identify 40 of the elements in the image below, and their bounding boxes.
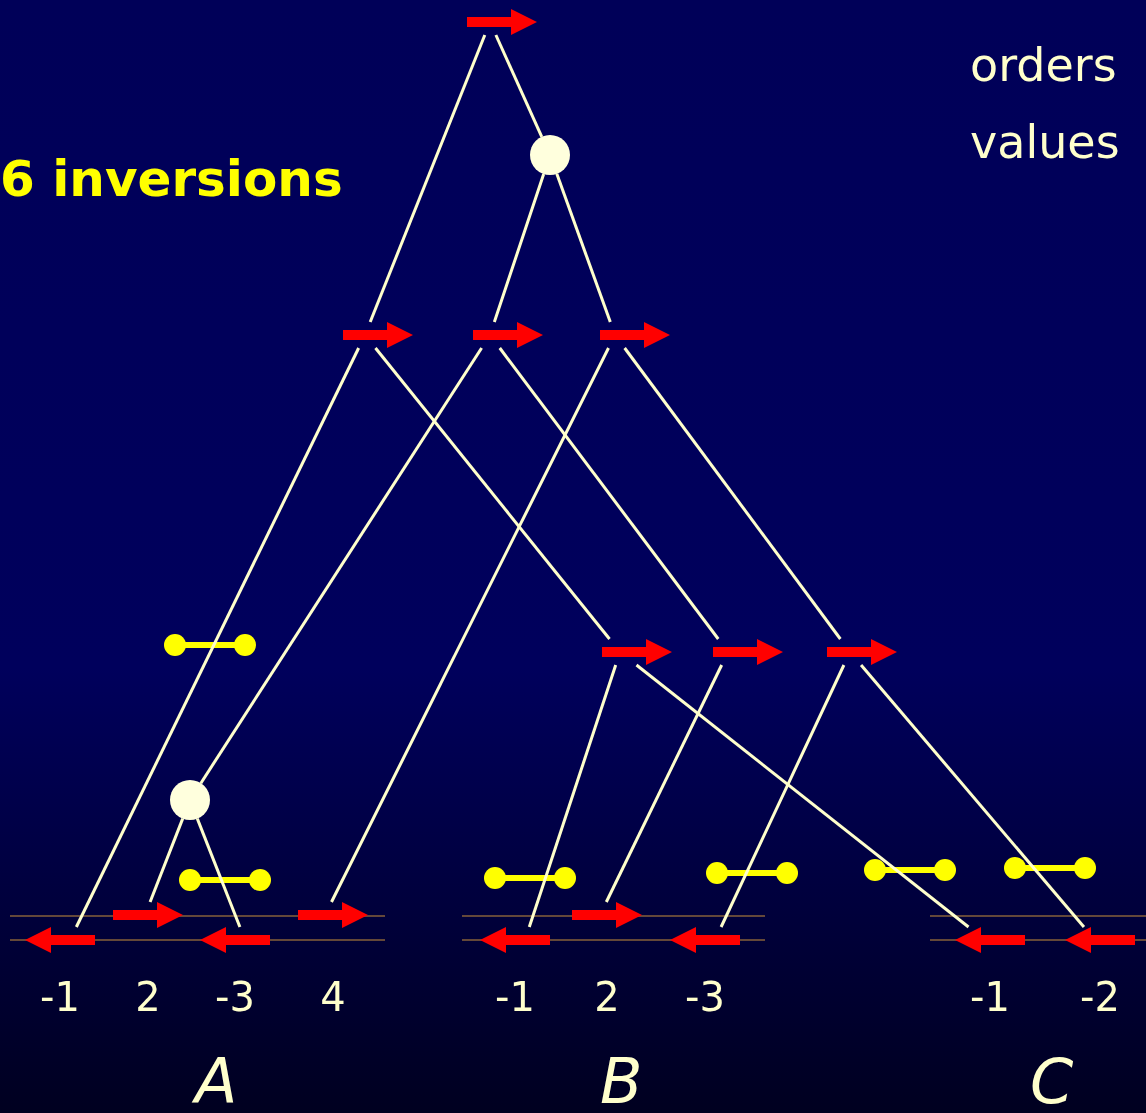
gene-number: 2 [593,975,621,1019]
gene-orientation-marker [827,639,897,665]
inversion-count: 6 inversions [0,150,343,208]
gene-orientation-marker [713,639,783,665]
tree-branch [195,818,242,928]
species-label: B [600,1045,643,1113]
gene-number: -1 [494,975,536,1019]
gene-number: -3 [684,975,726,1019]
gene-number: -3 [214,975,256,1019]
note-text: values [970,115,1120,169]
gene-number: -1 [39,975,81,1019]
tree-branch [492,173,546,323]
tree-branch [859,664,1086,928]
note-text: orders [970,38,1117,92]
gene-orientation-marker [473,322,543,348]
node-circle [530,135,570,175]
gene-orientation-marker [343,322,413,348]
gene-number: -2 [1079,975,1121,1019]
gene-number: 4 [319,975,347,1019]
tree-branch [555,173,612,323]
tree-branch [494,34,544,138]
tree-branch [605,664,723,903]
node-circle [170,780,210,820]
gene-orientation-marker [467,9,537,35]
tree-branch [148,818,185,903]
tree-branch [330,347,610,903]
tree-branch [719,664,846,928]
tree-branch [623,347,842,640]
tree-branch [527,664,618,928]
gene-number: 2 [134,975,162,1019]
gene-orientation-marker [602,639,672,665]
gene-number: -1 [969,975,1011,1019]
tree-branch [368,34,487,323]
tree-branch [75,347,360,928]
tree-branch [374,347,611,640]
tree-branch [199,347,483,784]
species-label: C [1030,1045,1074,1113]
tree-branch [498,347,720,640]
tree-branch [635,663,970,929]
gene-orientation-marker [600,322,670,348]
